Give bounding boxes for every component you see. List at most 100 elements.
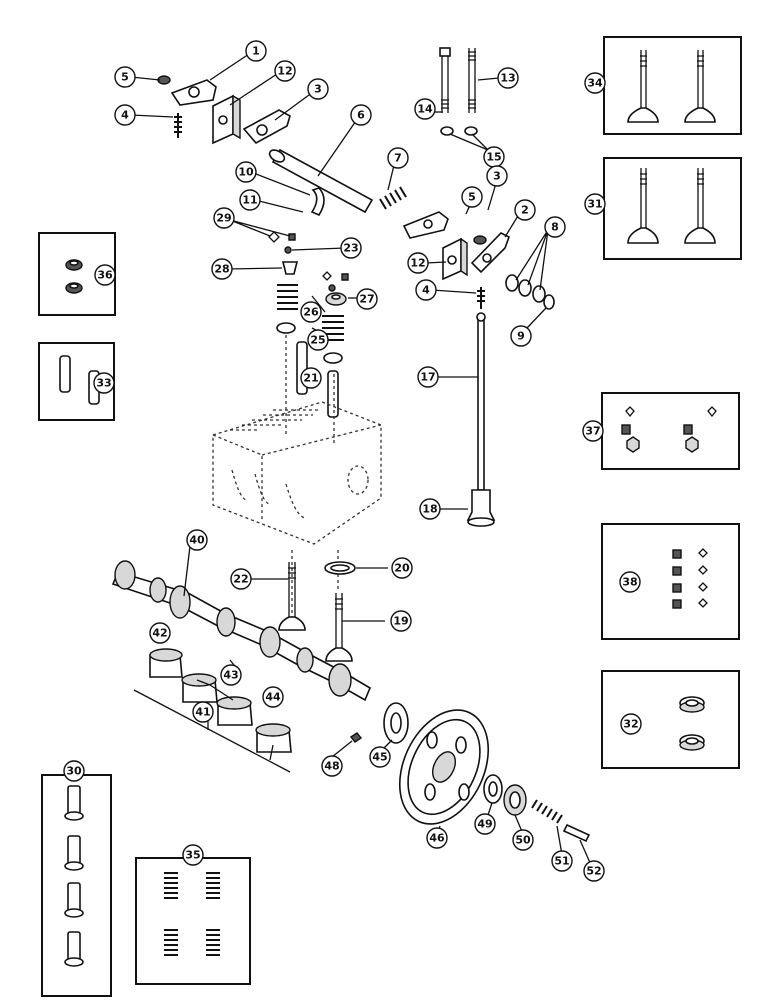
valve-22 <box>278 562 306 631</box>
callout-43: 43 <box>220 664 242 686</box>
valve-19 <box>325 593 353 662</box>
kit-box-37-keepers <box>601 392 740 470</box>
thrust-washer-45 <box>383 702 409 744</box>
tappet-18 <box>466 489 496 527</box>
callout-15: 15 <box>483 146 505 168</box>
snap-ring-9 <box>543 294 555 310</box>
svg-text:8: 8 <box>551 221 559 234</box>
callout-5: 5 <box>114 66 136 88</box>
seal-23 <box>284 246 292 254</box>
callout-9: 9 <box>510 325 532 347</box>
callout-14: 14 <box>414 98 436 120</box>
svg-text:28: 28 <box>214 263 229 276</box>
callout-51: 51 <box>551 850 573 872</box>
svg-text:37: 37 <box>585 425 600 438</box>
svg-text:41: 41 <box>195 706 210 719</box>
callout-46: 46 <box>426 827 448 849</box>
kit-box-31-valves <box>603 157 742 260</box>
callout-37: 37 <box>582 420 604 442</box>
callout-34: 34 <box>584 72 606 94</box>
svg-text:30: 30 <box>66 765 82 778</box>
svg-text:25: 25 <box>310 334 325 347</box>
svg-text:27: 27 <box>359 293 374 306</box>
callout-18: 18 <box>419 498 441 520</box>
kit-box-30-tappets <box>41 774 112 997</box>
svg-text:35: 35 <box>185 849 200 862</box>
retainer-27 <box>322 271 349 306</box>
svg-text:3: 3 <box>314 83 322 96</box>
callout-42: 42 <box>149 622 171 644</box>
svg-text:44: 44 <box>265 691 281 704</box>
callout-20: 20 <box>391 557 413 579</box>
svg-text:17: 17 <box>420 371 435 384</box>
svg-text:2: 2 <box>521 204 529 217</box>
key-48 <box>349 732 363 743</box>
svg-text:6: 6 <box>357 109 365 122</box>
plunger-52 <box>562 823 591 843</box>
callout-12-lower: 12 <box>407 252 429 274</box>
bearings-41 <box>133 648 292 773</box>
svg-text:42: 42 <box>152 627 167 640</box>
camshaft-40 <box>111 560 372 702</box>
leader-lines <box>130 53 592 866</box>
svg-text:9: 9 <box>517 330 525 343</box>
svg-text:43: 43 <box>223 669 238 682</box>
callout-25: 25 <box>307 329 329 351</box>
svg-text:33: 33 <box>96 377 111 390</box>
washer-49 <box>483 774 503 804</box>
svg-text:32: 32 <box>623 718 638 731</box>
callout-7: 7 <box>387 147 409 169</box>
svg-text:5: 5 <box>121 71 129 84</box>
adjusting-screw-4 <box>174 113 182 138</box>
nut-50 <box>503 784 527 816</box>
svg-text:1: 1 <box>252 45 260 58</box>
svg-text:38: 38 <box>622 576 637 589</box>
adjusting-screw-4-lower <box>477 287 485 309</box>
svg-text:5: 5 <box>468 191 476 204</box>
svg-text:46: 46 <box>429 832 445 845</box>
callout-31: 31 <box>584 193 606 215</box>
svg-text:45: 45 <box>372 751 387 764</box>
callout-40: 40 <box>186 529 208 551</box>
washers-8 <box>505 274 546 303</box>
svg-text:4: 4 <box>422 284 430 297</box>
svg-text:7: 7 <box>394 152 402 165</box>
callout-2: 2 <box>514 199 536 221</box>
keepers-29 <box>268 231 296 243</box>
callout-19: 19 <box>390 610 412 632</box>
callout-13: 13 <box>497 67 519 89</box>
callout-36: 36 <box>94 264 116 286</box>
svg-text:48: 48 <box>324 760 339 773</box>
callout-44: 44 <box>262 686 284 708</box>
callout-6: 6 <box>350 104 372 126</box>
callout-38: 38 <box>619 571 641 593</box>
oil-tube-10-11 <box>310 187 325 217</box>
svg-text:29: 29 <box>216 212 231 225</box>
rocker-arm-2 <box>470 232 510 274</box>
callout-41: 41 <box>192 701 214 723</box>
svg-text:15: 15 <box>486 151 501 164</box>
kit-box-35-springs <box>135 857 251 985</box>
callout-11: 11 <box>239 189 261 211</box>
svg-text:10: 10 <box>238 166 254 179</box>
svg-text:11: 11 <box>242 194 257 207</box>
valve-spring-26 <box>322 315 344 341</box>
svg-text:50: 50 <box>515 834 531 847</box>
retainer-28 <box>281 261 299 275</box>
kit-box-34-valves <box>603 36 742 135</box>
stud-13 <box>468 48 476 113</box>
seat-insert-20 <box>324 561 356 575</box>
svg-text:13: 13 <box>500 72 515 85</box>
svg-text:12: 12 <box>410 257 425 270</box>
rocker-arm-1 <box>170 79 217 106</box>
callout-26: 26 <box>300 301 322 323</box>
rocker-bracket-12-lower <box>442 237 468 281</box>
callout-8: 8 <box>544 216 566 238</box>
svg-text:20: 20 <box>394 562 410 575</box>
svg-text:4: 4 <box>121 109 129 122</box>
cam-gear-46 <box>398 709 490 825</box>
callout-48: 48 <box>321 755 343 777</box>
spring-7 <box>379 186 407 210</box>
svg-text:49: 49 <box>477 818 492 831</box>
rocker-arm-3-upper <box>242 109 291 145</box>
